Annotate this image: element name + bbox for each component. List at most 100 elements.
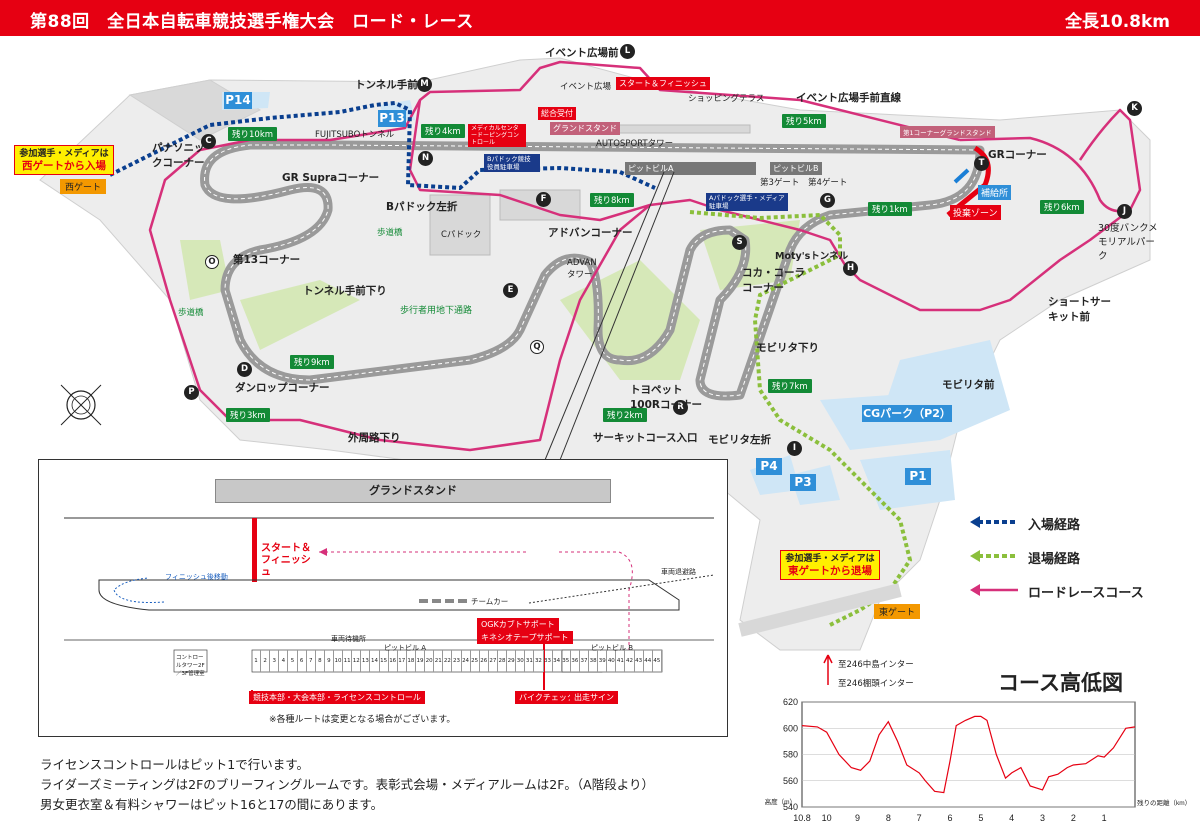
inset-bike-check: バイクチェック xyxy=(515,691,579,704)
pit-box: 32 xyxy=(534,650,544,672)
inset-pit-b: ピットビル B xyxy=(591,644,634,652)
pit-box: 41 xyxy=(616,650,626,672)
pit-box: 40 xyxy=(607,650,617,672)
label-grandstand: グランドスタンド xyxy=(550,122,620,135)
label-gate4: 第4ゲート xyxy=(808,178,848,188)
pit-box: 13 xyxy=(361,650,371,672)
legend-icons xyxy=(970,516,1018,596)
corner-marker-t: T xyxy=(974,156,989,171)
pit-box: 7 xyxy=(307,650,316,672)
label-first-corner: 第1コーナーグランドスタンド xyxy=(900,126,995,138)
inset-team-car: チームカー xyxy=(471,597,509,606)
label-nishi-gate: 西ゲート xyxy=(60,179,107,194)
km-marker-5: 残り5km xyxy=(782,114,826,128)
label-autosport: AUTOSPORTタワー xyxy=(596,139,674,149)
footer-line3: 男女更衣室＆有料シャワーはピット16と17の間にあります。 xyxy=(40,797,384,812)
elev-ylabel: 高度（m） xyxy=(765,797,796,806)
pit-box: 6 xyxy=(298,650,307,672)
elevation-title: コース高低図 xyxy=(998,671,1123,695)
pit-box: 12 xyxy=(352,650,362,672)
west-note-line1: 参加選手・メディアは xyxy=(19,149,109,159)
km-marker-6: 残り6km xyxy=(1040,200,1084,214)
label-gr-supra: GR Supraコーナー xyxy=(282,172,380,184)
pit-box: 2 xyxy=(261,650,271,672)
east-gate-note: 参加選手・メディアは 東ゲートから退場 xyxy=(780,550,880,580)
elev-xtick-label: 2 xyxy=(1071,813,1076,823)
label-advan-tower: ADVANタワー xyxy=(567,258,597,280)
footer-line1: ライセンスコントロールはピット1で行います。 xyxy=(40,757,309,772)
km-marker-9: 残り9km xyxy=(290,355,334,369)
corner-marker-i: I xyxy=(787,441,802,456)
corner-marker-d: D xyxy=(237,362,252,377)
elev-xtick-label: 10.8 xyxy=(793,813,811,823)
label-toyopet: トヨペット100Rコーナー xyxy=(630,384,703,411)
label-b-paddock-left: Bパドック左折 xyxy=(386,201,458,213)
team-cars xyxy=(419,599,467,603)
exit-arrow-icon xyxy=(970,550,980,562)
label-corner13: 第13コーナー xyxy=(233,254,301,266)
label-mobility-left: モビリタ左折 xyxy=(708,434,771,446)
pit-box: 30 xyxy=(516,650,526,672)
corner-marker-q: Q xyxy=(530,340,544,354)
title-bar: 第88回 全日本自転車競技選手権大会 ロード・レース 全長10.8km xyxy=(0,0,1200,36)
label-memorial: 30度バンクメモリアルパーク xyxy=(1098,223,1158,262)
label-short-circuit: ショートサーキット前 xyxy=(1048,296,1111,323)
parking-p1: P1 xyxy=(905,468,931,485)
label-gate3: 第3ゲート xyxy=(760,178,800,188)
label-gr-corner: GRコーナー xyxy=(988,149,1047,161)
corner-marker-p: P xyxy=(184,385,199,400)
pit-box: 24 xyxy=(462,650,471,672)
elev-xtick-label: 5 xyxy=(978,813,983,823)
pit-box: 44 xyxy=(644,650,653,672)
elev-xtick-label: 3 xyxy=(1040,813,1045,823)
pit-box: 37 xyxy=(580,650,590,672)
corner-marker-r: R xyxy=(673,400,688,415)
label-supply: 補給所 xyxy=(978,185,1012,200)
label-pit-a: ピットビルA xyxy=(625,162,756,175)
elev-ytick-label: 600 xyxy=(783,723,798,733)
inset-hq: 競技本部・大会本部・ライセンスコントロール xyxy=(249,691,425,704)
label-to246b: 至246棚頭インター xyxy=(838,679,914,689)
elev-ytick-label: 540 xyxy=(783,802,798,812)
pit-box: 9 xyxy=(325,650,334,672)
inset-start-finish: スタート＆フィニッシュ xyxy=(261,543,311,578)
elev-xtick-label: 10 xyxy=(822,813,832,823)
pit-box: 26 xyxy=(480,650,489,672)
compass xyxy=(60,384,102,426)
label-underpass: 歩行者用地下通路 xyxy=(400,306,473,316)
pit-box: 38 xyxy=(589,650,599,672)
elev-xtick-label: 9 xyxy=(855,813,860,823)
parking-p13: P13 xyxy=(378,110,406,127)
inset-pit-a: ピットビル A xyxy=(384,644,427,652)
pit-box: 3 xyxy=(270,650,280,672)
legend-entry: 入場経路 xyxy=(1028,518,1081,533)
label-mobility-down: モビリタ下り xyxy=(756,342,819,354)
label-to246a: 至246中島インター xyxy=(838,660,914,670)
parking-p3: P3 xyxy=(790,474,816,491)
pit-box: 11 xyxy=(343,650,353,672)
inset-finish-move: フィニッシュ後移動 xyxy=(165,573,228,581)
label-a-paddock: Aパドック選手・メディア駐車場 xyxy=(706,193,788,211)
label-reception: 総合受付 xyxy=(538,107,576,120)
corner-marker-o: O xyxy=(205,255,219,269)
label-fujitsubo: FUJITSUBOトンネル xyxy=(315,130,395,140)
footer-line2: ライダーズミーティングは2Fのブリーフィングルームです。表彰式会場・メディアルー… xyxy=(40,777,654,792)
label-motys: Moty'sトンネル xyxy=(775,251,849,262)
legend-exit: 退場経路 xyxy=(1028,552,1081,567)
corner-marker-e: E xyxy=(503,283,518,298)
elev-xtick-label: 4 xyxy=(1009,813,1014,823)
event-title: 第88回 全日本自転車競技選手権大会 ロード・レース xyxy=(30,12,474,32)
pit-box: 15 xyxy=(380,650,389,672)
corner-marker-s: S xyxy=(732,235,747,250)
km-marker-10: 残り10km xyxy=(228,127,278,141)
pit-box: 18 xyxy=(407,650,416,672)
course-length: 全長10.8km xyxy=(1065,12,1170,32)
entry-arrow-icon xyxy=(970,516,980,528)
label-tunnel-front: トンネル手前 xyxy=(355,79,418,91)
pit-box: 19 xyxy=(416,650,426,672)
pit-box: 34 xyxy=(553,650,562,672)
parking-p4: P4 xyxy=(756,458,782,475)
label-dunlop: ダンロップコーナー xyxy=(235,382,330,394)
km-marker-3: 残り3km xyxy=(226,408,270,422)
